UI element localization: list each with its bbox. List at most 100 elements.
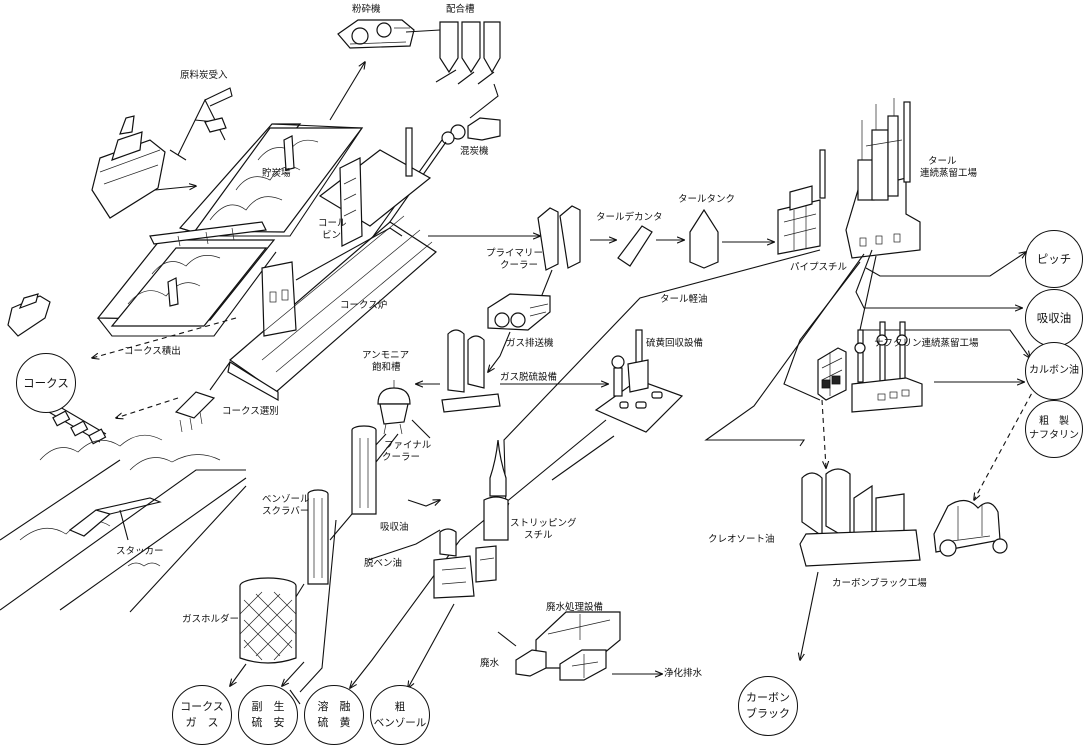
product-molten-sulfur-line1: 溶 融	[318, 699, 351, 715]
label-gas-desulf: ガス脱硫設備	[500, 372, 557, 383]
label-stripping-2: スチル	[524, 530, 553, 541]
label-stacker: スタッカー	[116, 546, 164, 557]
label-creosote-oil: クレオソート油	[708, 534, 775, 545]
label-coke-screening: コークス選別	[222, 406, 279, 417]
label-coal-bin-1: コール	[318, 218, 347, 229]
label-tar-decanter: タールデカンタ	[596, 212, 663, 223]
label-wastewater-plant: 廃水処理設備	[546, 602, 603, 613]
arrow-to-absorption-oil-product	[856, 250, 1022, 308]
arrow-absorption-oil-to-stripping	[408, 500, 440, 506]
arrow-to-pitch	[866, 252, 1026, 276]
label-coal-receiving: 原料炭受入	[180, 70, 228, 81]
product-carbon-oil-label: カルボン油	[1029, 363, 1079, 379]
benzol-scrubber-illustration	[308, 490, 328, 584]
label-coke-oven: コークス炉	[340, 300, 387, 311]
product-crude-naphthalene-line1: 粗 製	[1039, 415, 1069, 429]
product-molten-sulfur-line2: 硫 黄	[318, 715, 351, 731]
ammonia-saturator-illustration	[378, 380, 410, 434]
small-boat-illustration	[8, 294, 50, 336]
label-stripping-1: ストリッピング	[510, 518, 577, 529]
wastewater-inlet-line	[498, 632, 516, 646]
label-absorption-oil: 吸収油	[380, 522, 409, 533]
arrow-to-carbon-black	[800, 572, 818, 660]
product-carbon-black-line2: ブラック	[746, 706, 790, 722]
stripping-still-illustration	[434, 440, 508, 598]
product-molten-sulfur: 溶 融 硫 黄	[304, 685, 364, 745]
unloading-crane-illustration	[170, 88, 232, 160]
label-coal-bin-2: ビン	[322, 230, 341, 241]
sulfur-to-stripping-link	[552, 436, 614, 480]
primary-cooler-illustration	[538, 206, 580, 270]
product-coke-gas: コークス ガ ス	[172, 685, 232, 745]
product-carbon-black: カーボン ブラック	[738, 676, 798, 736]
product-pitch-label: ピッチ	[1037, 251, 1072, 267]
final-cooler-illustration	[352, 426, 376, 514]
product-crude-naphthalene-line2: ナフタリン	[1029, 429, 1079, 443]
product-coke-gas-line1: コークス	[180, 699, 224, 715]
pulverizer-illustration	[338, 20, 414, 48]
cargo-ship-illustration	[92, 116, 165, 218]
label-gas-holder: ガスホルダー	[182, 614, 239, 625]
label-final-cooler-1: ファイナル	[384, 440, 431, 451]
product-ammonium-sulfate-line2: 硫 安	[252, 715, 285, 731]
tar-decanter-illustration	[618, 226, 652, 266]
arrow-to-crude-benzol	[408, 604, 454, 688]
label-ammonia-1: アンモニア	[362, 350, 409, 361]
label-benzol-scrubber-1: ベンゾール	[262, 494, 310, 505]
label-benzol-scrubber-2: スクラバー	[262, 506, 309, 517]
tar-tank-illustration	[690, 210, 718, 268]
stacker-yard-illustration	[0, 435, 246, 612]
label-sulfur-recovery: 硫黄回収設備	[646, 338, 703, 349]
debenzolized-oil-line	[368, 530, 440, 560]
pipe-still-illustration	[778, 150, 825, 254]
product-crude-benzol-line2: ベンゾール	[374, 715, 427, 731]
label-ammonia-2: 飽和槽	[372, 362, 401, 373]
label-wastewater: 廃水	[480, 658, 499, 669]
label-tar-plant-2: 連続蒸留工場	[920, 168, 977, 179]
product-absorption-oil: 吸収油	[1025, 289, 1083, 347]
label-pulverizer: 粉砕機	[352, 4, 381, 15]
gas-exhauster-illustration	[488, 294, 550, 330]
label-light-tar-oil: タール軽油	[660, 294, 708, 305]
label-tar-tank: タールタンク	[678, 194, 735, 205]
tar-distillation-plant-illustration	[846, 98, 920, 258]
label-debenzolized-oil: 脱ベン油	[364, 558, 402, 569]
product-crude-naphthalene: 粗 製 ナフタリン	[1025, 400, 1083, 458]
label-naphthalene-plant: ナフタリン連続蒸留工場	[874, 338, 979, 349]
product-ammonium-sulfate-line1: 副 生	[252, 699, 285, 715]
dashed-arrow-screening	[116, 398, 178, 418]
naphthalene-plant-illustration	[818, 322, 922, 412]
label-coke-discharge: コークス積出	[124, 346, 181, 357]
product-ammonium-sulfate: 副 生 硫 安	[238, 685, 298, 745]
label-final-cooler-2: クーラー	[382, 452, 420, 463]
product-coke-label: コークス	[23, 375, 69, 391]
product-crude-benzol-line1: 粗	[395, 699, 406, 715]
wastewater-plant-illustration	[516, 612, 620, 680]
coke-screening-illustration	[176, 392, 214, 432]
arrow-to-ammonium-sulfate	[282, 662, 304, 686]
label-coal-yard: 貯炭場	[262, 168, 291, 179]
label-pipe-still: パイプスチル	[790, 262, 847, 273]
label-primary-cooler-1: プライマリー	[486, 248, 543, 259]
carbon-black-plant-illustration	[800, 469, 1007, 566]
coke-conveyor-link	[210, 362, 230, 390]
label-tar-plant-1: タール	[928, 156, 957, 167]
gas-holder-illustration	[240, 578, 296, 663]
label-primary-cooler-2: クーラー	[500, 260, 538, 271]
arrow-yard-to-pulverizer	[330, 62, 365, 120]
blending-tank-illustration	[406, 22, 500, 84]
product-absorption-oil-label: 吸収油	[1037, 310, 1072, 326]
product-coke-gas-line2: ガ ス	[186, 715, 219, 731]
label-purified-discharge: 浄化排水	[664, 668, 702, 679]
arrow-to-coke-gas	[230, 664, 246, 686]
product-carbon-oil: カルボン油	[1025, 342, 1083, 400]
product-coke: コークス	[16, 353, 76, 413]
label-mixer: 混炭機	[460, 146, 489, 157]
product-carbon-black-line1: カーボン	[746, 690, 790, 706]
gas-desulfurization-illustration	[442, 330, 500, 412]
label-carbon-black-plant: カーボンブラック工場	[832, 578, 927, 589]
product-pitch: ピッチ	[1025, 230, 1083, 288]
label-gas-exhauster: ガス排送機	[506, 338, 554, 349]
arrow-ship-to-yard	[155, 186, 196, 190]
label-blending-tank: 配合槽	[446, 4, 475, 15]
